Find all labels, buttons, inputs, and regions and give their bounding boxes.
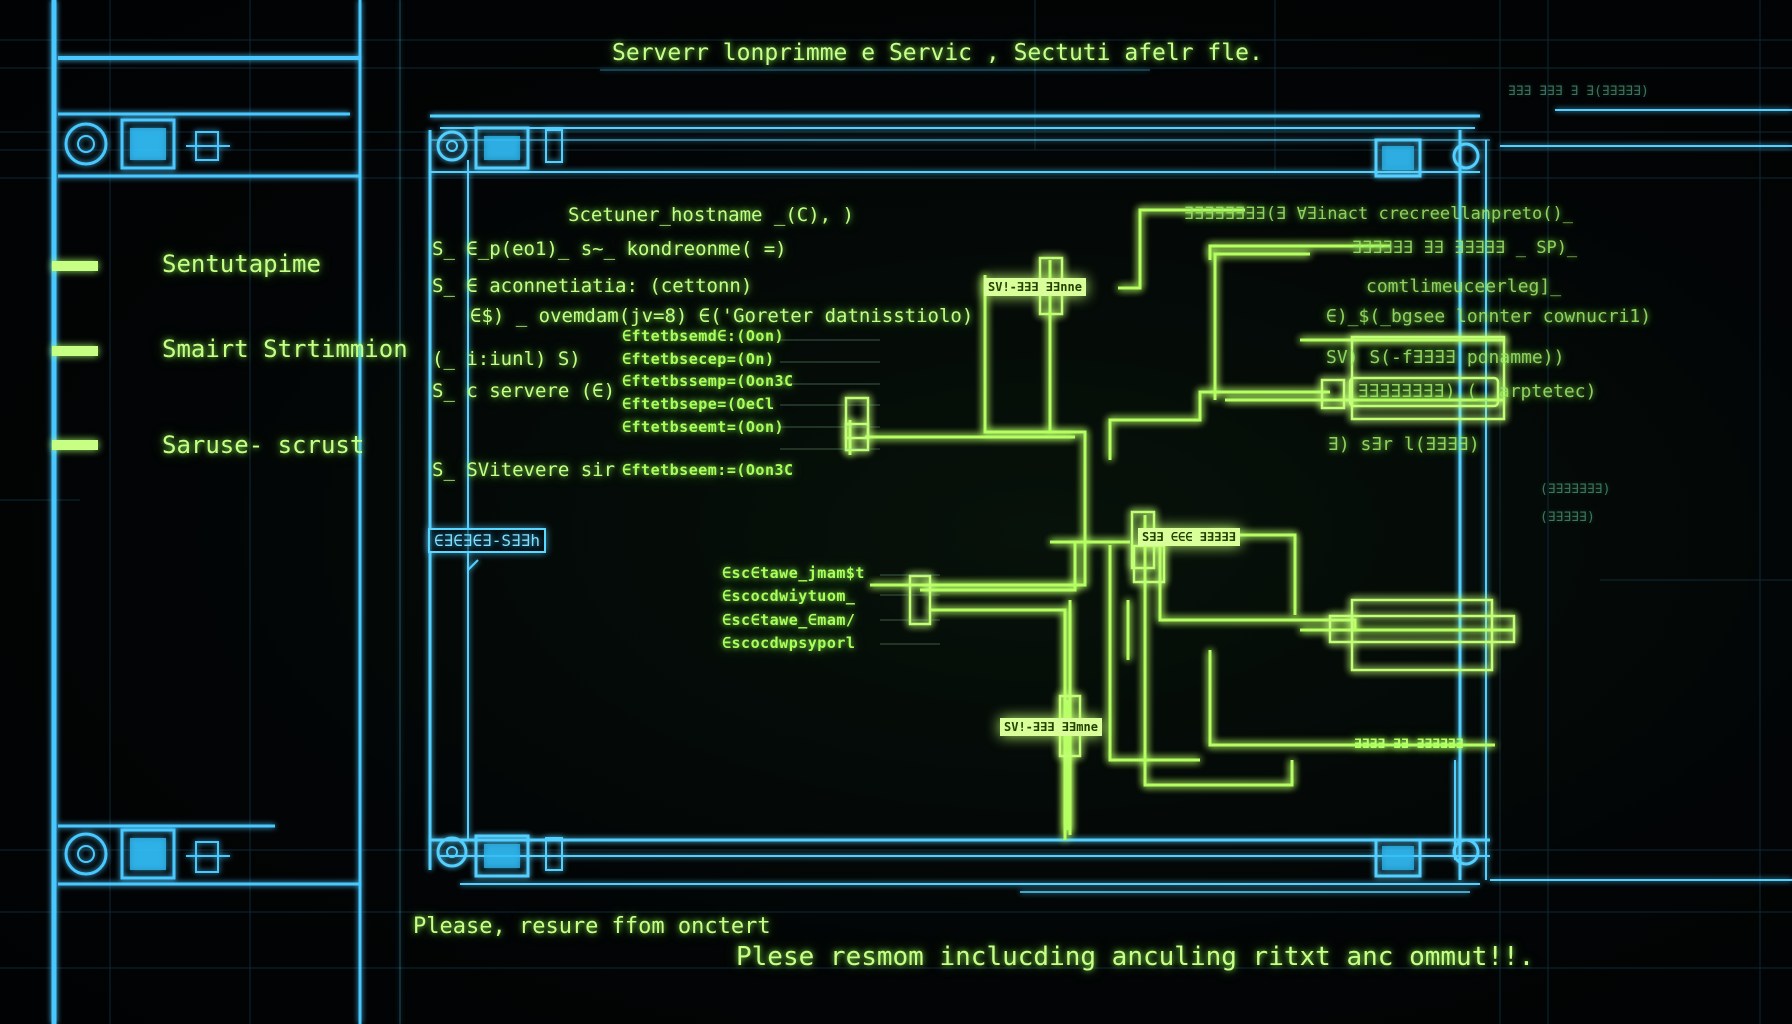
code-line: ∃∃∃∃∃∃∃∃) (_ arptetec) [1358, 381, 1597, 402]
code-line: ∈sc∈tawe_∈mam/ [722, 611, 856, 629]
sidebar-item-2[interactable]: Smairt Strtimmion [162, 335, 408, 363]
stack-line: ∈ftetbseem:=(Oon3C [622, 461, 794, 479]
code-line: (_ i:iunl) S) [432, 348, 581, 370]
left-panel-frame [51, 0, 362, 1024]
code-line: S_ ∈ aconnetiatia: (cettonn) [432, 275, 753, 297]
sidebar-marker-2 [52, 346, 98, 356]
code-line: comtlimeuceerleg]_ [1366, 276, 1562, 297]
code-line: ∈$) _ ovemdam(jv=8) ∈('Goreter datnissti… [470, 305, 974, 327]
circuit-components [844, 256, 1516, 758]
code-line: ∈sc∈tawe_jmam$t [722, 564, 865, 582]
circuit-wires [848, 208, 1515, 840]
node-label-bottom[interactable]: SV!-∃∃∃ ∃∃mne [1000, 718, 1102, 736]
code-line: ∃∃∃∃∃∃ ∃∃ ∃∃∃∃∃ _ SP)_ [1352, 238, 1578, 258]
sidebar-marker-1 [52, 261, 98, 271]
top-right-caption: ∃∃∃ ∃∃∃ ∃ ∃(∃∃∃∃∃) [1508, 84, 1649, 99]
stack-line: ∈ftetbsemd∈:(Oon) [622, 327, 785, 345]
sidebar-item-3[interactable]: Saruse- scrust [162, 431, 365, 459]
main-panel-frame [399, 0, 1792, 1024]
stack-line: ∈ftetbsepe=(OeCl [622, 395, 775, 413]
code-line: ∈scocdwiytuom_ [722, 587, 856, 605]
header-title: Serverr lonprimme e Servic , Sectuti afe… [612, 40, 1263, 66]
sidebar-marker-3 [52, 440, 98, 450]
code-line: Scetuner_hostname _(C), ) [568, 204, 854, 226]
code-line: ∈scocdwpsyporl [722, 634, 856, 652]
footer-line-1: Please, resure ffom onctert [413, 914, 771, 939]
sidebar-item-1[interactable]: Sentutapime [162, 250, 321, 278]
code-line: ∃∃∃∃∃∃∃∃(∃ ∀∃inact crecreellanpreto()_ [1184, 204, 1573, 224]
small-label: ∃∃∃∃ ∃∃ ∃∃∃∃∃∃ [1354, 737, 1464, 752]
footer-line-2: Plese resmom inclucding anculing ritxt a… [736, 942, 1535, 972]
stack-line: ∈ftetbseemt=(Oon) [622, 418, 785, 436]
code-line: S_ ∈_p(eo1)_ s~_ kondreonme( =) [432, 238, 787, 260]
dash-lines [780, 339, 940, 645]
code-line: SV) S(-f∃∃∃∃ pdnamme)) [1326, 347, 1565, 368]
code-line: ∃) s∃r l(∃∃∃∃) [1328, 434, 1480, 455]
faint-text: (∃∃∃∃∃) [1540, 510, 1595, 525]
stack-line: ∈ftetbsecep=(On) [622, 350, 775, 368]
code-line: S_ c servere (∈) [432, 380, 616, 402]
code-line: S_ SVitevere sir [432, 459, 616, 481]
code-line: ∈)_$(_bgsee lonnter cownucri1) [1326, 306, 1652, 327]
node-label-middle[interactable]: S∃∃ ∈∈∈ ∃∃∃∃∃ [1138, 528, 1240, 546]
stack-line: ∈ftetbssemp=(Oon3C [622, 372, 794, 390]
node-label-top[interactable]: SV!-∃∃∃ ∃∃nne [984, 278, 1086, 296]
terminal-tag-button[interactable]: ∈∃∈∃∈∃-S∃∃h [428, 528, 546, 553]
faint-text: (∃∃∃∃∃∃∃) [1540, 482, 1611, 497]
